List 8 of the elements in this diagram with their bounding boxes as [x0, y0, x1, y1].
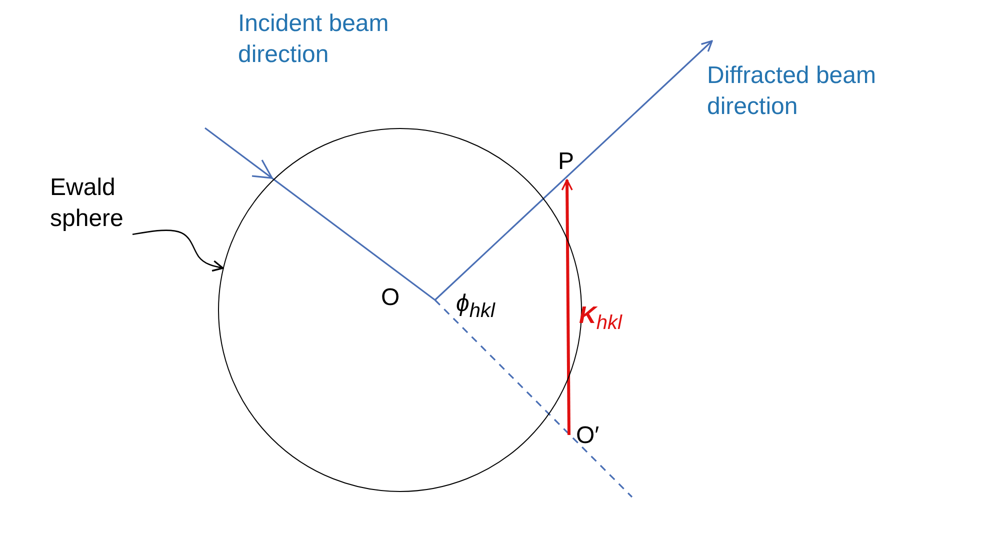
- annotation-text: Ewald sphere: [50, 172, 160, 234]
- leader-arrow: [132, 230, 224, 272]
- point-label: O: [381, 283, 401, 313]
- beam-label: Diffracted beam direction: [707, 61, 877, 122]
- point-label: O′: [576, 421, 600, 451]
- point-label: P: [558, 147, 576, 177]
- beam-label: Incident beam direction: [238, 9, 390, 70]
- angle-label: ϕ$_{hkl}$: [456, 289, 496, 324]
